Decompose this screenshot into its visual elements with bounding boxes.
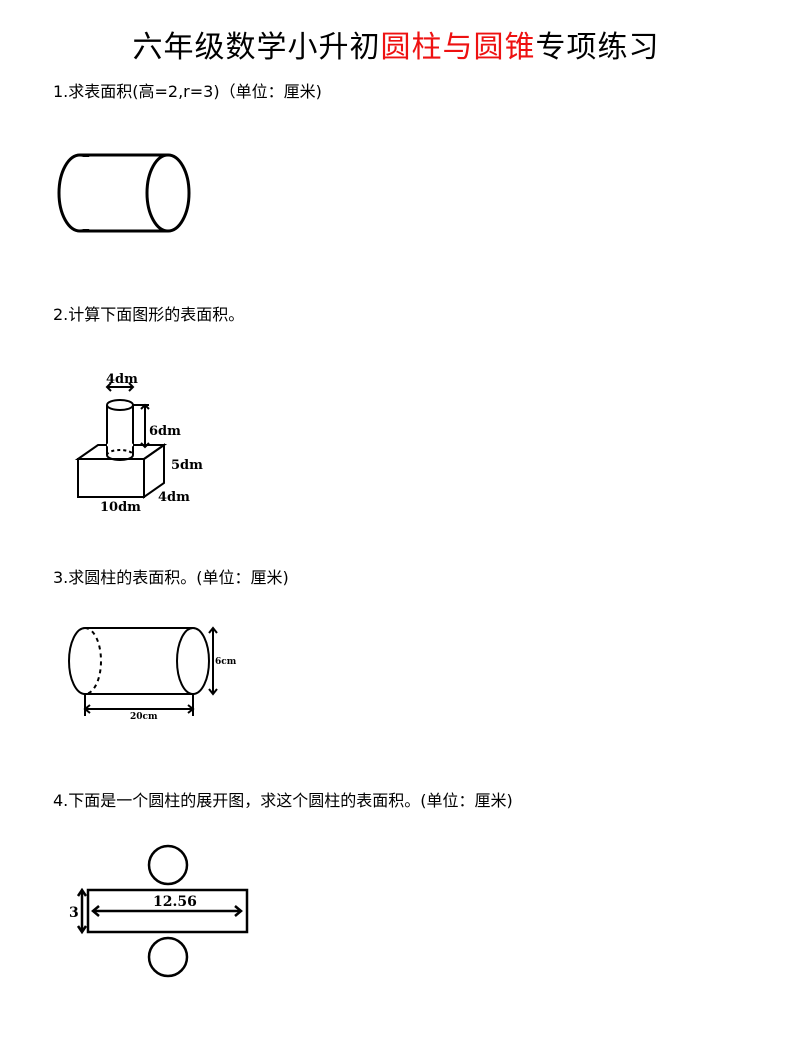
question-4-text: 4.下面是一个圆柱的展开图，求这个圆柱的表面积。(单位：厘米) xyxy=(53,791,513,810)
label-length-12-56: 12.56 xyxy=(153,894,197,910)
cuboid-top xyxy=(74,444,168,460)
bottom-base-circle xyxy=(147,936,189,978)
title-highlight: 圆柱与圆锥 xyxy=(380,30,536,65)
label-height-3: 3 xyxy=(69,905,79,921)
title-part2: 专项练习 xyxy=(535,30,660,65)
title-part1: 六年级数学小升初 xyxy=(132,30,381,65)
question-1-figure xyxy=(57,153,191,233)
question-4-figure: 3 12.56 xyxy=(69,844,249,978)
label-height-6dm: 6dm xyxy=(149,424,181,439)
cuboid-side xyxy=(143,443,165,499)
label-box-height-5dm: 5dm xyxy=(171,458,203,473)
label-box-width-10dm: 10dm xyxy=(100,500,141,515)
right-face xyxy=(176,627,210,695)
label-diameter-6cm: 6cm xyxy=(215,657,237,667)
label-diameter-4dm: 4dm xyxy=(106,372,138,387)
small-cylinder-top xyxy=(106,399,134,411)
question-2-text: 2.计算下面图形的表面积。 xyxy=(53,305,245,324)
left-face-back xyxy=(84,627,102,695)
left-face-front xyxy=(68,627,86,695)
label-length-20cm: 20cm xyxy=(130,712,158,722)
question-1-text: 1.求表面积(高=2,r=3)（单位：厘米) xyxy=(53,82,322,101)
label-box-depth-4dm: 4dm xyxy=(158,490,190,505)
cuboid-front xyxy=(77,458,145,498)
page-title: 六年级数学小升初圆柱与圆锥专项练习 xyxy=(0,22,792,66)
question-2-figure: 4dm 6dm 5dm 4dm 10dm xyxy=(74,372,203,515)
question-3-text: 3.求圆柱的表面积。(单位：厘米) xyxy=(53,568,289,587)
question-3-figure: 6cm 20cm xyxy=(68,626,237,722)
cylinder-right-face xyxy=(145,153,191,233)
top-base-circle xyxy=(147,844,189,886)
